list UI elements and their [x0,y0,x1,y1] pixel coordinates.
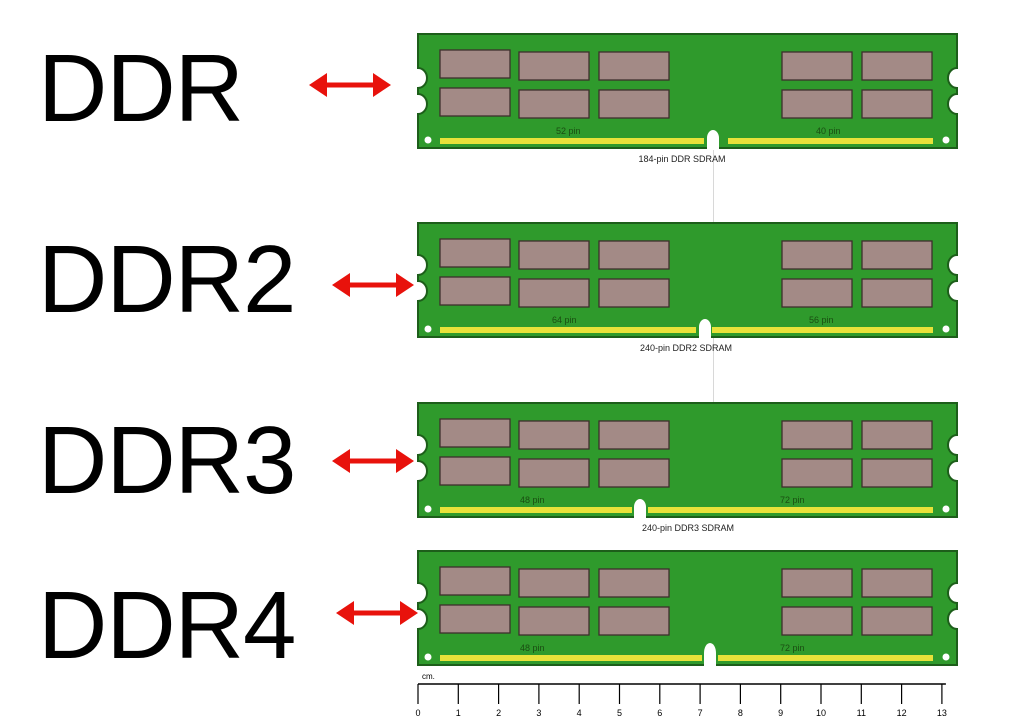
guide-line [713,338,714,402]
left-pin-count: 48 pin [520,643,545,653]
ruler-tick-label: 10 [815,708,827,718]
left-pin-count: 52 pin [556,126,581,136]
ruler-tick-label: 8 [737,708,743,718]
left-pin-count: 64 pin [552,315,577,325]
ruler-tick-label: 0 [415,708,421,718]
double-arrow-icon [332,449,414,473]
ruler-tick-label: 6 [657,708,663,718]
ruler-unit-label: cm. [422,672,435,681]
ruler-tick-label: 12 [896,708,907,718]
ddr4-module: 48 pin 72 pin [416,549,961,669]
ruler-tick-label: 9 [778,708,784,718]
ddr3-module-board [417,402,958,518]
ddr-label: DDR [38,35,244,142]
ruler-tick-label: 4 [576,708,582,718]
ddr4-label: DDR4 [38,572,296,679]
ruler-tick-label: 2 [496,708,502,718]
ruler-tick-label: 7 [697,708,703,718]
ddr2-label: DDR2 [38,226,296,333]
double-arrow-icon [309,73,391,97]
double-arrow-icon [336,601,418,625]
module-caption: 240-pin DDR2 SDRAM [639,343,733,353]
ruler-tick-label: 13 [936,708,947,718]
ruler-scale [417,683,946,704]
ruler-tick-label: 1 [455,708,461,718]
ddr-module: 52 pin 40 pin 184-pin DDR SDRAM [416,32,961,168]
right-pin-count: 72 pin [780,495,805,505]
right-pin-count: 56 pin [809,315,834,325]
right-pin-count: 72 pin [780,643,805,653]
module-caption: 184-pin DDR SDRAM [638,154,726,164]
ruler-tick-label: 11 [856,708,866,718]
ddr2-module-board [417,222,958,338]
ddr2-module: 64 pin 56 pin 240-pin DDR2 SDRAM [416,221,961,357]
left-pin-count: 48 pin [520,495,545,505]
double-arrow-icon [332,273,414,297]
ruler-tick-label: 3 [536,708,542,718]
right-pin-count: 40 pin [816,126,841,136]
ddr3-module: 48 pin 72 pin 240-pin DDR3 SDRAM [416,401,961,537]
guide-line [713,150,714,222]
module-caption: 240-pin DDR3 SDRAM [641,523,735,533]
ddr3-label: DDR3 [38,407,296,514]
ruler-tick-label: 5 [616,708,623,718]
ddr4-module-board [417,550,958,666]
ddr-module-board [417,33,958,149]
